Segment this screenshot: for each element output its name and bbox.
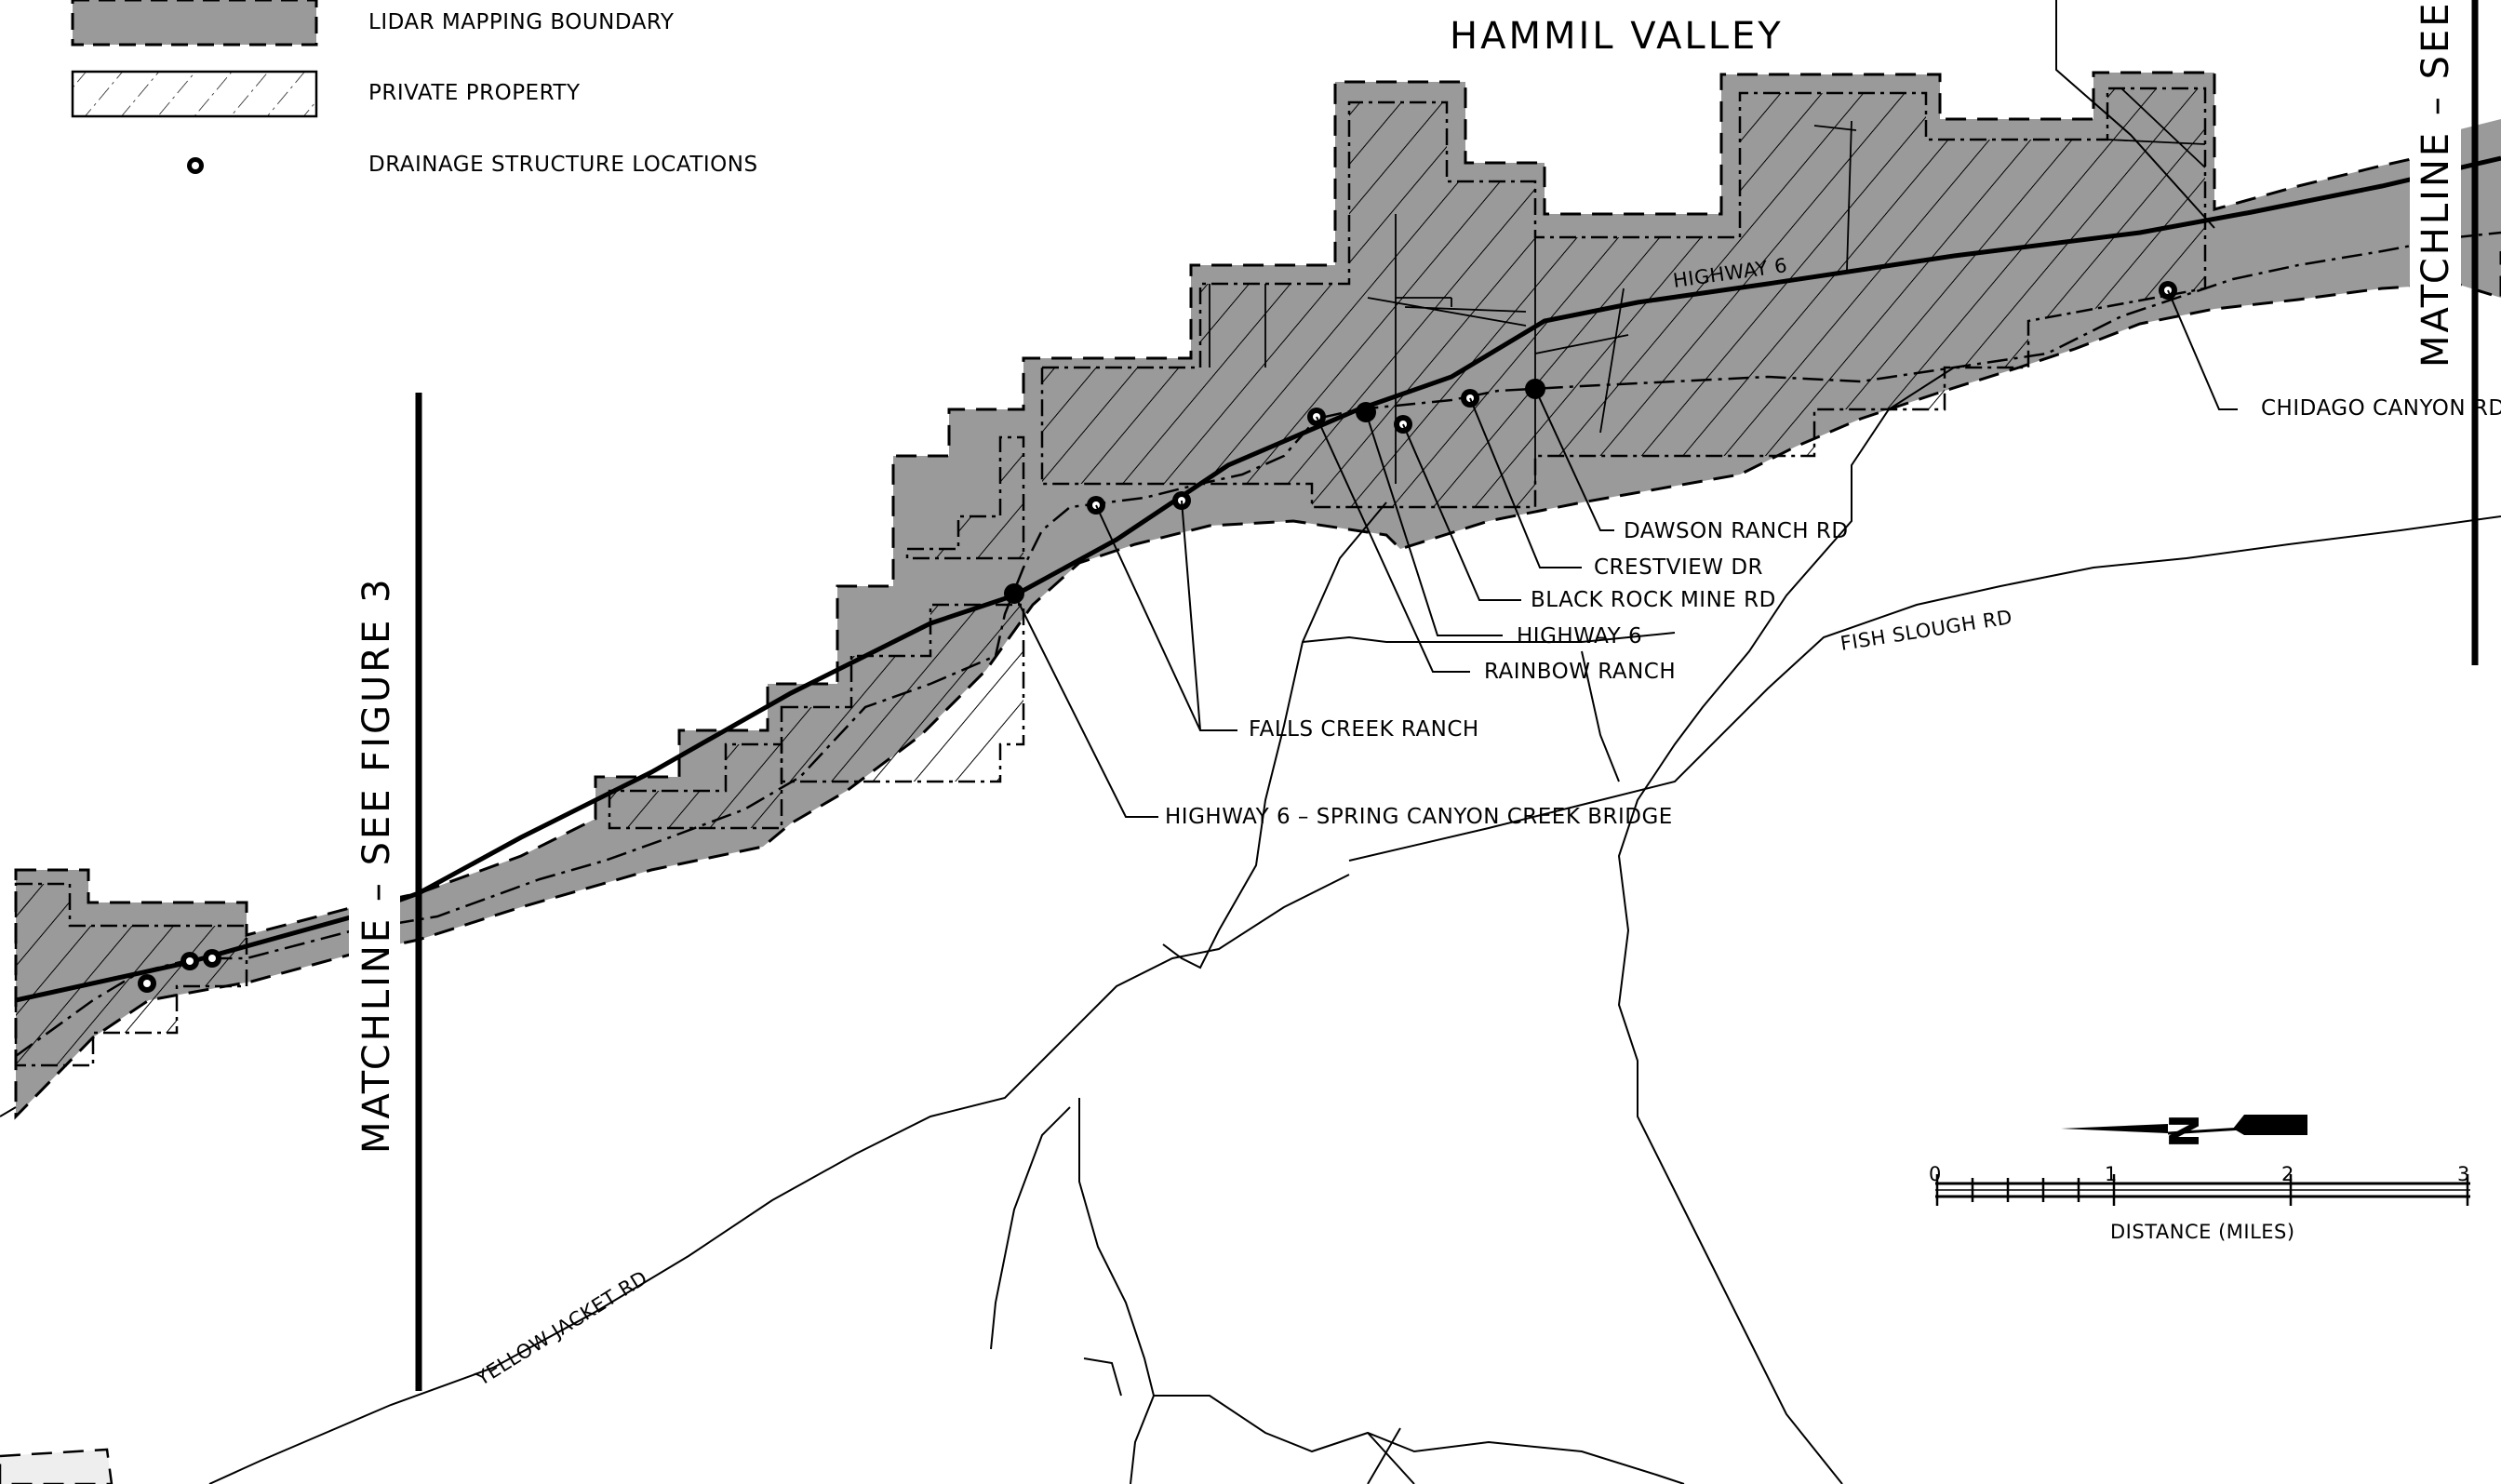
callout-leaders <box>1013 0 2238 818</box>
legend-label-lidar: LIDAR MAPPING BOUNDARY <box>368 10 675 34</box>
scale-bar <box>1935 1174 2470 1206</box>
callout-spring-canyon-creek-bridge: HIGHWAY 6 – SPRING CANYON CREEK BRIDGE <box>1165 805 1673 829</box>
callout-crestview-dr: CRESTVIEW DR <box>1594 555 1764 580</box>
matchline-right-label: MATCHLINE – SEE <box>2414 0 2457 368</box>
legend-label-private: PRIVATE PROPERTY <box>368 81 581 105</box>
callout-dawson-ranch-rd: DAWSON RANCH RD <box>1624 519 1849 543</box>
north-arrow-label: N <box>2160 1114 2209 1148</box>
scale-tick-2: 2 <box>2281 1163 2294 1185</box>
highway-6-line <box>15 155 2501 1003</box>
region-title: HAMMIL VALLEY <box>1450 15 1784 58</box>
corner-boundary-fragment <box>0 1448 114 1484</box>
callout-black-rock-mine-rd: BLACK ROCK MINE RD <box>1531 588 1776 612</box>
matchline-left-label: MATCHLINE – SEE FIGURE 3 <box>355 576 398 1154</box>
callout-highway6: HIGHWAY 6 <box>1517 624 1643 648</box>
callout-chidago-canyon-rd: CHIDAGO CANYON RD <box>2261 396 2501 421</box>
scale-tick-3: 3 <box>2457 1163 2470 1185</box>
scale-tick-0: 0 <box>1929 1163 1942 1185</box>
scale-caption: DISTANCE (MILES) <box>2110 1221 2295 1243</box>
private-property-swatch <box>71 70 318 118</box>
callout-rainbow-ranch: RAINBOW RANCH <box>1484 660 1677 684</box>
legend-label-drainage: DRAINAGE STRUCTURE LOCATIONS <box>368 153 758 177</box>
callout-falls-creek-ranch: FALLS CREEK RANCH <box>1249 717 1479 742</box>
lidar-boundary-swatch <box>71 0 318 47</box>
north-arrow-icon <box>2061 1115 2307 1135</box>
local-roads <box>0 367 2501 1484</box>
scale-tick-1: 1 <box>2105 1163 2118 1185</box>
drainage-corridor-line <box>15 231 2501 1058</box>
